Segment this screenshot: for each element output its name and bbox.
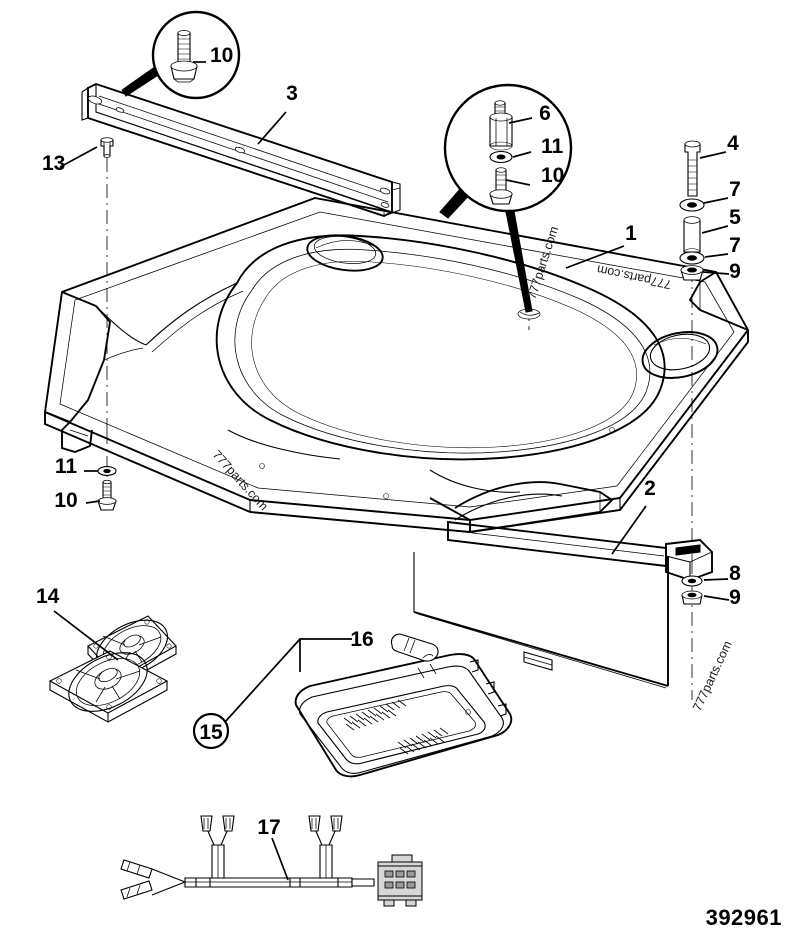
part-lock-nut-lower [681,590,703,605]
fastener-stack-right [679,140,705,281]
callout-10b: 10 [541,164,564,187]
detail-circle-top-left [121,10,241,100]
part-flat-washer-lower [679,251,705,265]
callout-6: 6 [539,102,551,125]
callout-4: 4 [727,132,739,155]
part-hex-bolt-10-left [97,479,117,511]
watermark-roof-right: 777parts.com [596,262,673,291]
callout-14: 14 [36,585,60,608]
detail-hex-bolt-10b [489,167,513,205]
detail-circle-top-center [439,83,573,313]
callout-11b: 11 [55,455,78,478]
lamp-grille-texture [343,699,449,755]
harness-terminals-2 [308,815,343,846]
fastener-stack-lower-left [97,466,117,511]
speaker-aperture-right [641,331,719,379]
callout-3: 3 [286,82,298,105]
callout-9a: 9 [729,260,741,283]
callout-15-ring [192,712,230,750]
watermark-roof-left: 777parts.com [210,448,271,514]
callout-10c: 10 [54,489,77,512]
speaker-aperture-rear [306,234,384,272]
part-front-roof-rail [81,82,401,218]
drawing-number: 392961 [706,905,782,930]
detail-threaded-standoff-6 [489,100,513,151]
part-washer-8 [681,575,703,587]
part-long-hex-bolt [684,140,701,197]
harness-terminals-left [120,859,153,900]
callout-13: 13 [42,152,65,175]
callout-2: 2 [644,477,656,500]
part-interior-lamp-assembly [294,653,513,778]
callout-16: 16 [350,628,373,651]
part-mounting-grommet [100,137,114,158]
leader-lines [53,111,730,881]
fastener-stack-lower-right [681,575,703,605]
watermark-lower-right: 777parts.com [690,639,735,714]
part-spacer-tube [683,216,701,256]
callout-7b: 7 [729,234,741,257]
watermarks: 777parts.com 777parts.com 777parts.com 7… [210,225,735,714]
callout-9b: 9 [729,586,741,609]
part-speaker-pair [48,615,177,723]
part-festoon-bulb [390,633,439,662]
harness-terminals-1 [200,815,235,846]
callout-labels: 1 2 3 4 5 6 7 7 8 9 9 10 10 10 11 11 13 … [36,44,741,839]
connector-pins [384,870,416,889]
callout-8: 8 [729,562,741,585]
callout-1: 1 [625,222,637,245]
callout-10a: 10 [210,44,233,67]
detail-washer-11 [489,150,513,164]
detail-hex-bolt-10 [170,30,198,83]
callout-11a: 11 [541,135,564,158]
callout-7a: 7 [729,178,741,201]
callout-17: 17 [257,816,280,839]
part-flat-washer-upper [679,198,705,212]
callout-5: 5 [729,206,741,229]
callout-15: 15 [199,721,223,744]
rear-panel [413,552,669,689]
part-rear-support-bar [447,520,713,582]
part-wiring-harness [120,815,423,907]
part-lock-nut-upper [680,265,704,281]
part-cab-roof-panel [43,197,750,533]
part-washer-11-left [97,466,117,476]
harness-connector-6way [377,854,423,907]
speaker-front [48,650,169,723]
